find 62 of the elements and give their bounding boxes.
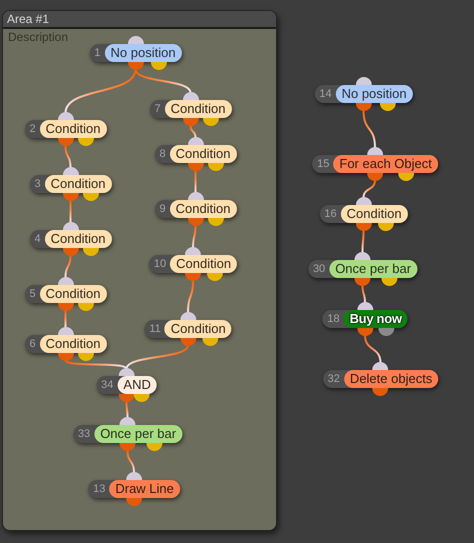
panel-description: Description: [8, 30, 68, 44]
connector-line: [64, 144, 72, 168]
block-number: 16: [323, 207, 338, 222]
block-number: 7: [153, 102, 162, 117]
block-label: Condition: [340, 205, 408, 223]
block-number: 18: [326, 312, 341, 327]
block-label: Condition: [40, 120, 107, 138]
block-label: Condition: [170, 145, 237, 163]
block-number: 8: [158, 147, 167, 162]
connector-line: [187, 280, 194, 314]
connector-line: [64, 254, 72, 278]
block-label: Condition: [170, 255, 238, 273]
block-label: Condition: [170, 200, 237, 218]
connector-line: [362, 230, 364, 253]
block-label: AND: [117, 376, 157, 394]
block-number: 32: [326, 372, 341, 387]
connector-line: [126, 450, 135, 474]
block-number: 1: [93, 46, 102, 61]
block-number: 9: [158, 202, 167, 217]
block-label: Buy now: [344, 310, 408, 328]
connector-line: [362, 180, 376, 198]
connector-line: [64, 68, 136, 114]
block-label: Condition: [40, 285, 107, 303]
block-number: 15: [316, 157, 330, 172]
connector-line: [364, 334, 382, 364]
block-label: Draw Line: [109, 480, 180, 498]
connector-line: [70, 200, 72, 223]
connector-line: [194, 170, 196, 193]
connector-line: [126, 401, 128, 418]
block-label: For each Object: [333, 155, 438, 173]
block-number: 30: [312, 262, 326, 277]
panel-header: Area #1: [3, 11, 276, 29]
block-number: 4: [33, 232, 42, 247]
block-number: 11: [148, 322, 162, 337]
connector-line: [126, 344, 189, 370]
block-number: 5: [28, 287, 37, 302]
area-panel: [2, 10, 277, 531]
block-label: Condition: [40, 335, 107, 353]
block-number: 14: [318, 87, 333, 102]
block-label: Condition: [44, 230, 112, 248]
block-label: Once per bar: [329, 260, 418, 278]
block-label: Delete objects: [344, 370, 438, 388]
connector-line: [362, 284, 366, 304]
connector-line: [134, 68, 192, 94]
connector-line: [362, 110, 376, 148]
block-label: No position: [336, 85, 413, 103]
block-label: No position: [104, 44, 182, 62]
block-number: 34: [100, 378, 114, 393]
connector-line: [64, 310, 66, 328]
block-number: 13: [92, 482, 106, 497]
connector-line: [64, 359, 128, 370]
connector-line: [192, 224, 196, 248]
block-number: 2: [28, 122, 37, 137]
block-number: 3: [33, 177, 42, 192]
block-number: 6: [28, 337, 37, 352]
block-number: 33: [76, 427, 92, 442]
connector-line: [190, 124, 196, 138]
block-label: Condition: [164, 100, 232, 118]
block-number: 10: [152, 257, 168, 272]
block-label: Condition: [164, 320, 232, 338]
block-label: Condition: [44, 175, 112, 193]
block-label: Once per bar: [94, 425, 182, 443]
